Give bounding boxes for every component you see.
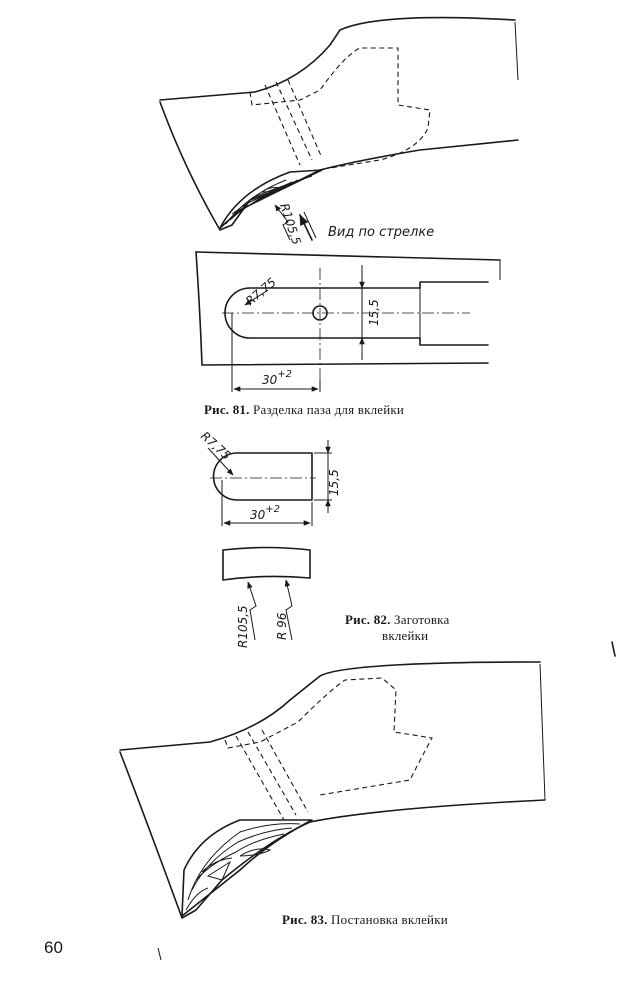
fig82-length-label: 30+2 [250,504,280,522]
fig81-caption: Рис. 81. Разделка паза для вклейки [204,402,405,417]
page-number: 60 [44,938,63,957]
fig81-end-radius-label: R7,75 [243,275,279,308]
fig82-blank-section [222,546,311,641]
fig81-slot-view [195,251,501,392]
fig81-side-view [159,16,519,241]
view-arrow-note: Вид по стрелке [328,225,434,240]
fig82-caption-line1: Рис. 82. Заготовка [345,612,450,627]
fig81-width-label: 15,5 [367,299,381,326]
fig81-radius-arc-label: R105,5 [277,202,304,247]
fig82-inner-radius-label: R 96 [275,612,289,640]
fig82-caption-line2: вклейки [382,628,429,643]
fig83-caption: Рис. 83. Постановка вклейки [282,912,448,927]
fig81-length-label: 30+2 [262,369,292,387]
fig82-end-radius-label: R7,75 [198,429,233,463]
fig82-blank-plan [207,440,332,526]
fig83-installed-view [119,661,546,919]
fig82-outer-radius-label: R105,5 [236,605,250,648]
fig82-width-label: 15,5 [327,469,341,496]
